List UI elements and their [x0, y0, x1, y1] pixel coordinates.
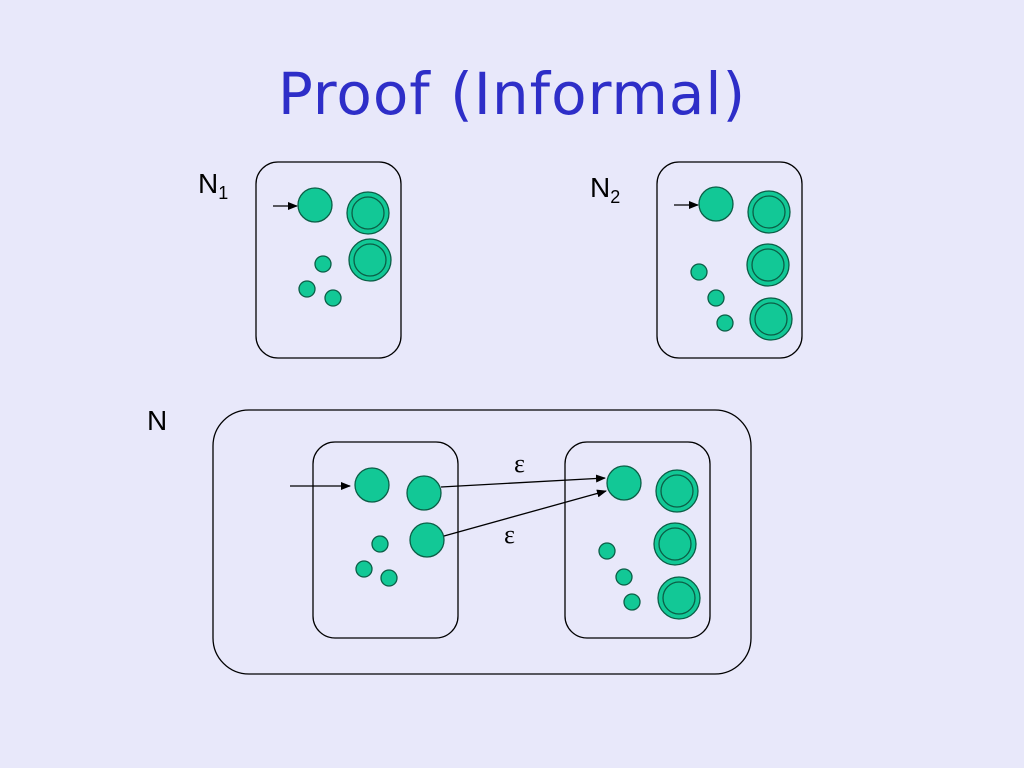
n-inner-n2-state-small	[623, 593, 641, 611]
slide-title: Proof (Informal)	[277, 60, 747, 128]
n2-box	[656, 161, 803, 359]
n1-accept-state-2	[348, 238, 392, 282]
n2-label: N2	[590, 172, 620, 207]
epsilon-transition-bottom	[443, 489, 607, 537]
n-inner-n2-state-small	[598, 542, 616, 560]
n-inner-n2-box	[564, 441, 711, 639]
n-inner-n1-former-accept-1	[406, 475, 442, 511]
epsilon-label-top: ε	[514, 449, 525, 478]
n1-box	[255, 161, 402, 359]
n-inner-n1-start-state	[354, 467, 390, 503]
n1-accept-state-1	[346, 191, 390, 235]
n-inner-n2-accept-state-3	[657, 576, 701, 620]
n-outer-box	[212, 409, 752, 675]
n-inner-n1-former-accept-2	[409, 522, 445, 558]
n1-state-small	[324, 289, 342, 307]
n1-start-state	[297, 187, 333, 223]
n2-accept-state-3	[749, 297, 793, 341]
n2-accept-state-1	[747, 190, 791, 234]
n-inner-n1-state-small	[355, 560, 373, 578]
n1-state-small	[314, 255, 332, 273]
epsilon-label-bottom: ε	[504, 520, 515, 549]
n-inner-n2-accept-state-2	[653, 522, 697, 566]
n1-state-small	[298, 280, 316, 298]
n2-state-small	[716, 314, 734, 332]
n2-start-state	[698, 186, 734, 222]
n-inner-n1-state-small	[380, 569, 398, 587]
n2-accept-state-2	[746, 243, 790, 287]
n-inner-n1-box	[312, 441, 459, 639]
n-inner-n1-state-small	[371, 535, 389, 553]
n2-state-small	[690, 263, 708, 281]
n1-label: N1	[198, 168, 228, 203]
n-inner-n2-start-state	[606, 465, 642, 501]
n2-state-small	[707, 289, 725, 307]
n-label: N	[147, 405, 167, 436]
epsilon-transition-top	[440, 474, 606, 488]
n-inner-n2-state-small	[615, 568, 633, 586]
n-inner-n2-accept-state-1	[655, 469, 699, 513]
